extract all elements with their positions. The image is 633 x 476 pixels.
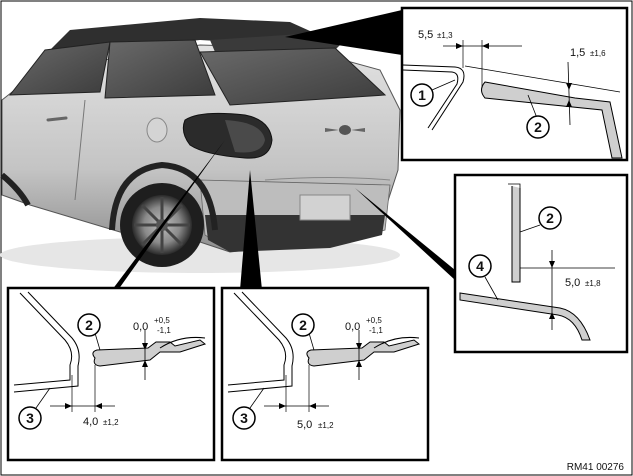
license-plate-area [299, 194, 351, 221]
bl-callout-3-circle [18, 406, 42, 430]
bl-flush-arrow-top [142, 343, 148, 350]
callout-2-mid-leader [519, 224, 541, 233]
callout-4-circle [468, 254, 492, 278]
light-housing-left [92, 339, 207, 367]
tailgate-line [264, 177, 391, 181]
door-line [74, 99, 86, 201]
bm-flush-arrow-top [356, 343, 362, 350]
bl-gap-arrow-right [95, 403, 102, 409]
car-roof [40, 18, 330, 60]
bm-gap-tolerance: ±1,2 [318, 421, 334, 430]
panel-top-hook [508, 183, 521, 188]
gap-arrow-right [482, 43, 489, 49]
panel-curve-mid-outer [227, 292, 287, 386]
bl-flush-arrow-bottom [142, 360, 148, 367]
flush-dim-value: 1,5 [570, 47, 585, 59]
pointer-roof-to-inset-top-right [285, 10, 402, 55]
inset-top-right: 5,5 ±1,3 1,5 ±1,6 1 2 [400, 6, 629, 162]
light-lens-mid [373, 337, 420, 349]
bl-callout-2-number: 2 [85, 317, 93, 333]
wheel-arch [109, 161, 218, 231]
flush-dim-line [567, 61, 571, 126]
front-wheel-hint [0, 172, 31, 207]
bl-flush-tol-plus: +0,5 [154, 316, 170, 325]
bm-flush-arrow-bottom [356, 360, 362, 367]
bm-callout-3-circle [232, 406, 256, 430]
gap-dim-value: 5,5 [418, 29, 433, 41]
reference-code: RM41 00276 [567, 462, 625, 473]
callout-2-circle [526, 115, 550, 139]
inset-bottom-left: 0,0 +0,5 -1,1 4,0 ±1,2 2 3 [6, 286, 216, 462]
callout-4-number: 4 [476, 258, 484, 274]
car-illustration [0, 18, 401, 273]
reference-line [464, 65, 621, 93]
mid-dim-tolerance: ±1,8 [585, 279, 601, 288]
rear-window [199, 47, 387, 106]
tailgate-panel [511, 186, 521, 283]
callout-2-mid-number: 2 [546, 210, 554, 226]
pointer-bumper-to-inset-mid-right [355, 188, 455, 280]
callout-2-leader [527, 94, 538, 119]
mid-arrow-top [549, 261, 555, 268]
callout-4-leader [484, 276, 499, 301]
bl-callout-2-circle [77, 313, 101, 337]
roof-skin-line-inner [402, 69, 459, 129]
bl-flush-tol-minus: -1,1 [157, 326, 171, 335]
inset-bottom-left-frame [6, 286, 216, 462]
callout-1-number: 1 [418, 87, 426, 103]
bm-callout-2-number: 2 [299, 317, 307, 333]
bm-gap-arrow-left [279, 403, 286, 409]
pointer-light-to-inset-bottom-left [112, 140, 225, 290]
bm-callout-3-leader [249, 387, 265, 409]
gap-arrow-left [456, 43, 463, 49]
bl-callout-3-leader [35, 387, 51, 409]
gap-dim-tolerance: ±1,3 [437, 31, 453, 40]
bl-callout-2-leader [94, 332, 101, 351]
fuel-cap [146, 117, 168, 143]
mid-arrow-bottom [549, 312, 555, 319]
inset-mid-right: 5,0 ±1,8 2 4 [453, 173, 629, 354]
bm-gap-arrow-right [309, 403, 316, 409]
mid-dim-value: 5,0 [565, 277, 580, 289]
light-housing-mid [306, 339, 421, 367]
light-lens-left [159, 337, 206, 349]
bm-gap-value: 5,0 [297, 419, 312, 431]
spoiler-section [481, 81, 623, 159]
callout-1-circle [410, 83, 434, 107]
panel-curve-mid-inner [227, 291, 294, 393]
bl-gap-arrow-left [65, 403, 72, 409]
flush-arrow-bottom [566, 100, 572, 107]
bl-gap-tolerance: ±1,2 [103, 418, 119, 427]
side-window-rear [104, 39, 216, 99]
inset-bottom-mid-frame [220, 286, 430, 462]
panel-curve-left-outer [13, 292, 73, 386]
bm-callout-2-circle [291, 313, 315, 337]
brand-badge-icon [325, 125, 365, 135]
pointer-light-to-inset-bottom-mid [240, 170, 262, 290]
bl-gap-value: 4,0 [83, 416, 98, 428]
roof-skin-line [402, 64, 465, 131]
pointer-wedges [112, 10, 455, 290]
callout-1-leader [431, 79, 456, 91]
bm-callout-3-number: 3 [240, 410, 248, 426]
bm-flush-tol-plus: +0,5 [366, 316, 382, 325]
bm-callout-2-leader [308, 332, 315, 351]
tail-light-inner [225, 120, 265, 153]
callout-2-mid-circle [538, 206, 562, 230]
inset-bottom-mid: 0,0 +0,5 -1,1 5,0 ±1,2 2 3 [220, 286, 430, 462]
bm-flush-tol-minus: -1,1 [369, 326, 383, 335]
callout-2-number: 2 [534, 119, 542, 135]
panel-curve-left-inner [13, 291, 80, 393]
door-handle [46, 116, 68, 122]
bl-flush-value: 0,0 [133, 321, 148, 333]
bm-flush-value: 0,0 [345, 321, 360, 333]
bl-callout-3-number: 3 [26, 410, 34, 426]
inset-top-right-frame [400, 6, 629, 162]
flush-arrow-top [566, 83, 572, 90]
flush-dim-tolerance: ±1,6 [590, 49, 606, 58]
bumper-section [459, 292, 591, 341]
